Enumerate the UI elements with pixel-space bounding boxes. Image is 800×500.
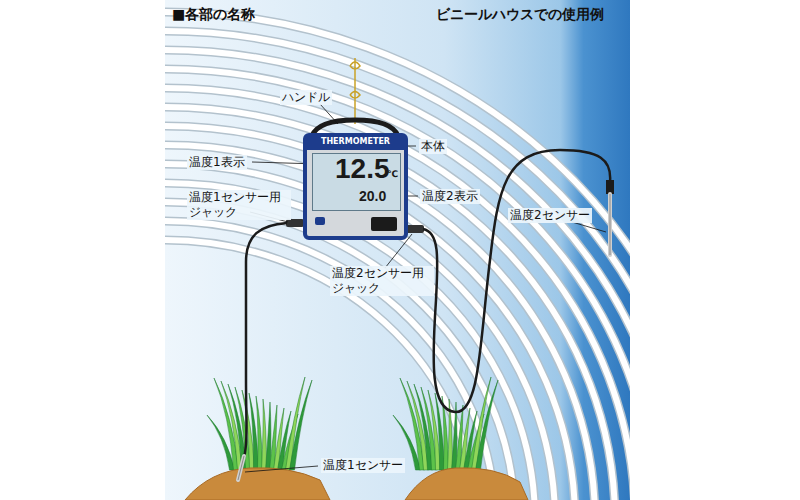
temperature-probe (238, 456, 244, 480)
leader-line (572, 222, 606, 232)
part-name: 温度1センサー用 ジャック (187, 190, 291, 220)
temperature-2-reading: 20.0 (359, 189, 386, 204)
soil-mound (405, 468, 528, 500)
arc-outline (165, 12, 630, 500)
probe-grip (606, 180, 614, 194)
button (371, 217, 397, 231)
grass-blade (290, 380, 313, 470)
leader-line (320, 104, 338, 124)
greenhouse-arc (165, 240, 475, 500)
arc-outline (165, 221, 495, 500)
greenhouse-arc (165, 126, 595, 500)
part-name: ハンドル (280, 90, 332, 105)
arc-outline (165, 31, 630, 500)
greenhouse-arc (165, 202, 515, 500)
part-name: 温度2センサー用 ジャック (330, 266, 434, 296)
grass-blade (266, 402, 271, 470)
arc-outline (165, 69, 630, 500)
arc-outline (165, 240, 475, 500)
greenhouse-arc (165, 69, 630, 500)
greenhouse-arc (165, 12, 630, 500)
part-name: 温度1センサー (321, 458, 405, 473)
temperature-probe (238, 456, 244, 480)
sensor-jack (406, 225, 424, 233)
greenhouse-arc (165, 31, 630, 500)
arc-outline (165, 88, 630, 500)
sensor-cable (244, 223, 287, 458)
sensor-jack (286, 219, 304, 227)
temperature-probe (610, 194, 611, 255)
thermometer-body: THERMOMETER 12.5℃20.0 (303, 133, 408, 240)
grass-blade (262, 399, 267, 470)
part-name: 温度2表示 (420, 189, 480, 204)
leader-lines (245, 104, 606, 472)
part-name: 本体 (419, 139, 447, 154)
string-knot (350, 62, 360, 98)
grass-blade (256, 396, 263, 470)
greenhouse-arc (165, 107, 615, 500)
temperature-probe (608, 194, 612, 255)
greenhouse-arc (165, 221, 495, 500)
section-title: ビニールハウスでの使用例 (436, 6, 604, 24)
greenhouse-arc (165, 50, 630, 500)
arc-outline (165, 50, 630, 500)
part-name: 温度2センサー (508, 208, 592, 223)
soil-mound (185, 468, 330, 500)
leader-line (245, 466, 318, 472)
greenhouse-arcs (165, 12, 630, 500)
temperature-1-reading: 12.5 (335, 154, 390, 185)
section-title: ■各部の名称 (172, 6, 255, 24)
model-name: THERMOMETER (307, 138, 404, 147)
arc-outline (165, 126, 595, 500)
unit-symbol: ℃ (387, 170, 398, 180)
grass (207, 377, 498, 470)
greenhouse-arc (165, 88, 630, 500)
brand-mark (315, 217, 325, 225)
arc-outline (165, 202, 515, 500)
arc-outline (165, 107, 615, 500)
grass-blade (476, 380, 499, 470)
greenhouse-arc (165, 145, 575, 500)
part-name: 温度1表示 (187, 155, 247, 170)
